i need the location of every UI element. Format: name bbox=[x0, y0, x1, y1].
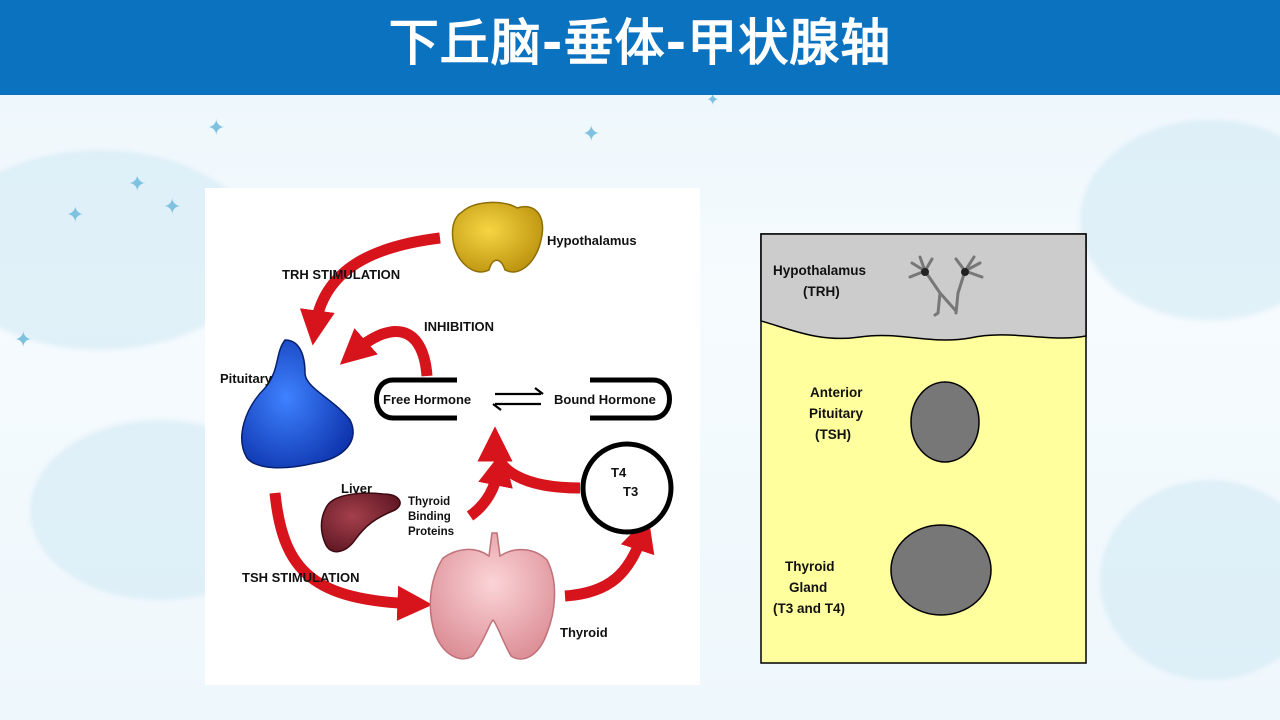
thyroid-gland-line1: Thyroid bbox=[785, 559, 835, 574]
liver-label: Liver bbox=[341, 481, 372, 496]
equilibrium-arrows bbox=[492, 387, 544, 411]
background-cloud bbox=[1100, 480, 1280, 680]
thyroid-axis-diagram: Hypothalamus TRH STIMULATION INHIBITION … bbox=[205, 188, 700, 685]
star-icon: ✦ bbox=[207, 116, 226, 141]
hypothalamus-trh-line2: (TRH) bbox=[803, 284, 840, 299]
tbp-label-line1: Thyroid bbox=[408, 496, 450, 508]
tsh-arrow bbox=[269, 492, 433, 621]
pituitary-label: Pituitary bbox=[220, 371, 273, 386]
free-hormone-bracket bbox=[374, 377, 457, 421]
pituitary-shape bbox=[241, 339, 354, 469]
t3-label: T3 bbox=[623, 484, 638, 499]
star-icon: ✦ bbox=[163, 195, 182, 220]
trh-stimulation-label: TRH STIMULATION bbox=[282, 267, 400, 282]
anterior-label-line2: Pituitary bbox=[809, 406, 864, 421]
hypothalamus-shape bbox=[451, 201, 544, 273]
anterior-label-line1: Anterior bbox=[810, 385, 863, 400]
bound-hormone-bracket bbox=[590, 377, 672, 421]
thyroid-gland-line3: (T3 and T4) bbox=[773, 601, 845, 616]
star-icon: ✦ bbox=[582, 122, 601, 147]
t4-label: T4 bbox=[611, 465, 627, 480]
free-hormone-label: Free Hormone bbox=[383, 392, 471, 407]
thyroid-gland-line2: Gland bbox=[789, 580, 827, 595]
hypothalamus-region bbox=[760, 233, 1087, 341]
release-arrow bbox=[477, 426, 581, 494]
tbp-arrow bbox=[466, 450, 513, 521]
neuron-icon bbox=[908, 255, 984, 317]
thyroid-gland-ellipse bbox=[890, 524, 992, 616]
star-icon: ✦ bbox=[706, 90, 720, 109]
t4-t3-circle bbox=[580, 441, 674, 535]
star-icon: ✦ bbox=[14, 328, 33, 353]
anterior-pituitary-ellipse bbox=[910, 381, 980, 463]
inhibition-arrow bbox=[339, 326, 433, 377]
hypothalamus-trh-line1: Hypothalamus bbox=[773, 263, 866, 278]
star-icon: ✦ bbox=[66, 203, 85, 228]
hypothalamus-label: Hypothalamus bbox=[547, 233, 637, 248]
trh-arrow bbox=[299, 232, 441, 346]
anterior-label-line3: (TSH) bbox=[815, 427, 851, 442]
bound-hormone-label: Bound Hormone bbox=[554, 392, 656, 407]
axis-schematic-svg: Hypothalamus (TRH) Anterior Pituitary (T… bbox=[760, 233, 1087, 664]
title-bar bbox=[0, 0, 1280, 95]
tbp-label-line3: Proteins bbox=[408, 526, 454, 538]
inhibition-label: INHIBITION bbox=[424, 319, 494, 334]
star-icon: ✦ bbox=[128, 172, 147, 197]
secretion-arrow bbox=[564, 516, 655, 602]
thyroid-axis-svg: Hypothalamus TRH STIMULATION INHIBITION … bbox=[220, 201, 674, 660]
thyroid-label: Thyroid bbox=[560, 625, 608, 640]
page-title: 下丘脑-垂体-甲状腺轴 bbox=[388, 14, 892, 72]
background-cloud bbox=[1080, 120, 1280, 320]
neuron-body bbox=[921, 268, 929, 276]
axis-schematic: Hypothalamus (TRH) Anterior Pituitary (T… bbox=[760, 233, 1087, 664]
liver-shape bbox=[320, 492, 401, 553]
tbp-label-line2: Binding bbox=[408, 511, 451, 523]
thyroid-shape bbox=[429, 532, 556, 660]
neuron-body bbox=[961, 268, 969, 276]
tsh-stimulation-label: TSH STIMULATION bbox=[242, 570, 359, 585]
